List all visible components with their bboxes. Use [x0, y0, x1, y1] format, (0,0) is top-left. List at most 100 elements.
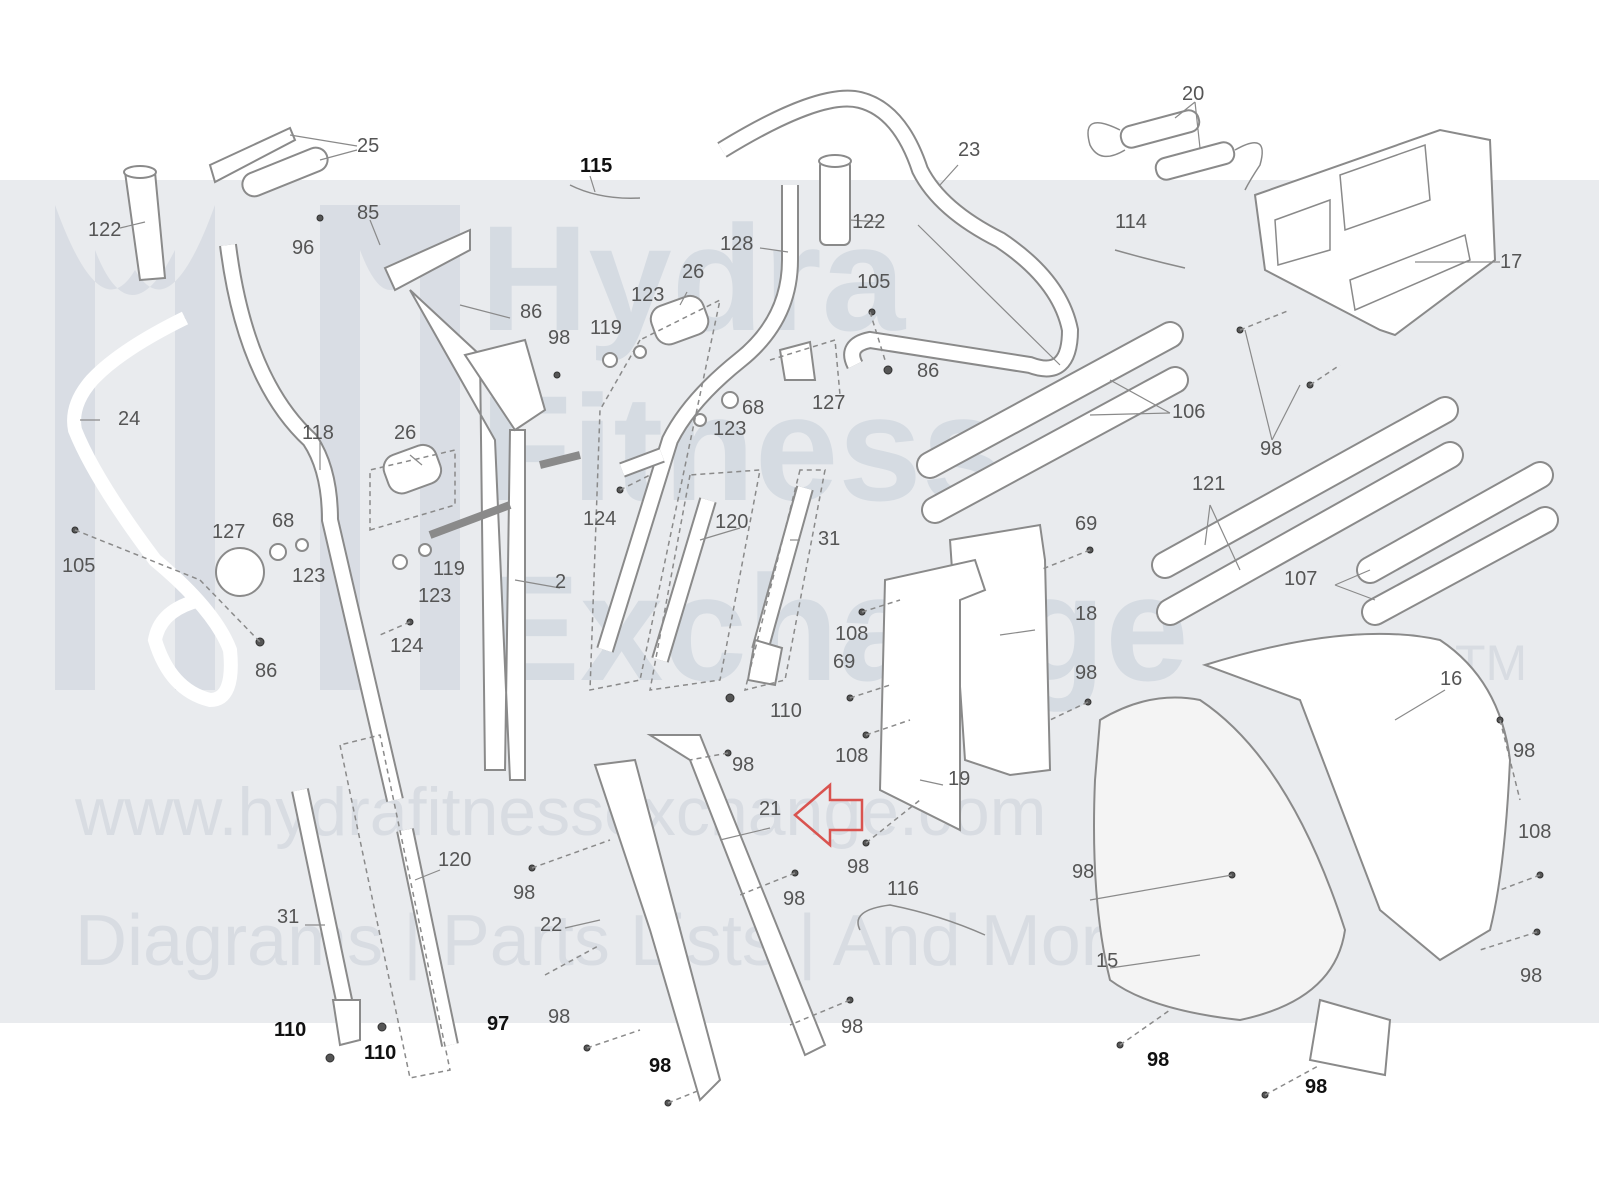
- callout-107: 107: [1284, 568, 1317, 590]
- part-119-washer-top: [602, 352, 618, 368]
- assembly-outline-lower-tubes: [339, 734, 451, 1079]
- callout-97: 97: [487, 1013, 509, 1035]
- screw-110-upper: [725, 693, 735, 703]
- callout-68: 68: [742, 397, 764, 419]
- part-68-washer-right: [721, 391, 739, 409]
- callout-18: 18: [1075, 603, 1097, 625]
- callout-98: 98: [732, 754, 754, 776]
- callout-120: 120: [438, 849, 471, 871]
- callout-31: 31: [277, 906, 299, 928]
- part-20-sensor-1: [1119, 109, 1201, 149]
- callout-110: 110: [364, 1042, 396, 1064]
- watermark: Hydra Fitness Exchange TM www.hydrafitne…: [55, 194, 1527, 981]
- callout-26: 26: [394, 422, 416, 444]
- callout-127: 127: [812, 392, 845, 414]
- callout-69: 69: [833, 651, 855, 673]
- callout-124: 124: [583, 508, 616, 530]
- callout-98: 98: [1072, 861, 1094, 883]
- callout-26: 26: [682, 261, 704, 283]
- callout-98: 98: [649, 1055, 671, 1077]
- callout-108: 108: [1518, 821, 1551, 843]
- part-15-shroud: [1093, 696, 1347, 1022]
- part-122-cap-right-top: [818, 154, 852, 168]
- callout-19: 19: [948, 768, 970, 790]
- screw-paths: [74, 309, 1541, 1104]
- part-123-washer-top: [633, 345, 647, 359]
- screw-98-upper: [553, 371, 561, 379]
- callout-106: 106: [1172, 401, 1205, 423]
- callout-123: 123: [713, 418, 746, 440]
- part-21-cover: [646, 734, 827, 1057]
- callout-98: 98: [841, 1016, 863, 1038]
- callout-119: 119: [433, 558, 465, 580]
- highlight-arrow: [793, 782, 864, 848]
- part-25-grip-cover: [208, 126, 297, 184]
- assembly-outline-hub: [769, 339, 841, 396]
- callout-21: 21: [759, 798, 781, 820]
- callout-31: 31: [818, 528, 840, 550]
- part-2-plate: [463, 338, 547, 432]
- part-17-console: [1253, 128, 1497, 337]
- callout-124: 124: [390, 635, 423, 657]
- callout-119: 119: [590, 317, 622, 339]
- part-115-wire: [569, 184, 641, 199]
- callout-127: 127: [212, 521, 245, 543]
- callout-108: 108: [835, 623, 868, 645]
- screw-86-right: [883, 365, 893, 375]
- part-20-wire-1: [1087, 122, 1126, 158]
- part-17-console-panel: [1274, 198, 1331, 266]
- assembly-outline-tube-31: [743, 469, 826, 692]
- callout-86: 86: [917, 360, 939, 382]
- callout-98: 98: [847, 856, 869, 878]
- callout-110: 110: [274, 1019, 306, 1041]
- part-122-cap-left-top: [123, 165, 157, 179]
- callout-123: 123: [418, 585, 451, 607]
- part-20-wire-2: [1234, 141, 1263, 191]
- part-127-hub-right: [778, 340, 817, 381]
- callout-98: 98: [548, 1006, 570, 1028]
- part-31-bracket-upper: [746, 638, 784, 687]
- callout-98: 98: [513, 882, 535, 904]
- part-119-washer-mid: [418, 543, 432, 557]
- part-122-cap-left: [123, 171, 167, 282]
- part-2-top-bracket: [383, 228, 471, 292]
- callout-105: 105: [62, 555, 95, 577]
- callout-86: 86: [255, 660, 277, 682]
- callout-105: 105: [857, 271, 890, 293]
- part-17-console-speaker: [1339, 143, 1431, 232]
- callout-123: 123: [292, 565, 325, 587]
- screw-110-left: [325, 1053, 335, 1063]
- callout-69: 69: [1075, 513, 1097, 535]
- part-axle-left: [428, 501, 512, 539]
- callout-23: 23: [958, 139, 980, 161]
- parts-artwork: [67, 89, 1559, 1107]
- part-116-wire: [857, 904, 986, 936]
- part-68-washer-left: [269, 543, 287, 561]
- callout-98: 98: [548, 327, 570, 349]
- callout-115: 115: [580, 155, 612, 177]
- part-20-sensor-2: [1154, 141, 1236, 181]
- part-31-bracket-lower: [331, 999, 361, 1047]
- assembly-outline-tube-120: [649, 469, 761, 691]
- watermark-band: [0, 180, 1599, 1023]
- callout-122: 122: [852, 211, 885, 233]
- callout-2: 2: [555, 571, 566, 593]
- part-22-cover: [593, 758, 722, 1102]
- callout-118: 118: [302, 422, 334, 444]
- part-15-base: [1308, 998, 1392, 1077]
- callout-110: 110: [770, 700, 802, 722]
- callout-68: 68: [272, 510, 294, 532]
- part-25-grip: [241, 146, 329, 198]
- watermark-line-3: Exchange: [480, 544, 1189, 712]
- part-122-cap-right: [819, 159, 851, 246]
- part-axle-right: [539, 451, 581, 469]
- watermark-line-2: Fitness: [480, 364, 1005, 532]
- callout-98: 98: [1305, 1076, 1327, 1098]
- screw-110-right: [377, 1022, 387, 1032]
- watermark-tagline: Diagrams | Parts Lists | And More: [75, 901, 1145, 981]
- part-123-washer-mid: [392, 554, 408, 570]
- part-127-hub-left: [215, 547, 265, 597]
- callout-114: 114: [1115, 211, 1147, 233]
- callout-96: 96: [292, 237, 314, 259]
